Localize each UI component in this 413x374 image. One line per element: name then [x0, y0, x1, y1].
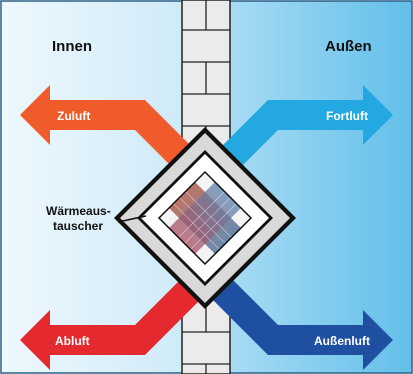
extract-air-label: Abluft: [55, 334, 90, 348]
exhaust-air-label: Fortluft: [326, 109, 368, 123]
heat-exchanger-label-line1: Wärmeaus-: [46, 204, 111, 218]
outdoor-air-label: Außenluft: [314, 334, 370, 348]
inside-label: Innen: [52, 38, 92, 55]
outdoor-air-arrow: [209, 276, 393, 370]
heat-exchanger: [114, 127, 296, 309]
heat-exchanger-label-line2: tauscher: [53, 219, 103, 233]
outside-label: Außen: [325, 38, 372, 55]
supply-air-label: Zuluft: [57, 109, 90, 123]
extract-air-arrow: [20, 276, 204, 370]
exhaust-air-arrow: [209, 85, 393, 179]
heat-exchanger-pointer: [117, 215, 147, 223]
supply-air-arrow: [20, 85, 204, 179]
